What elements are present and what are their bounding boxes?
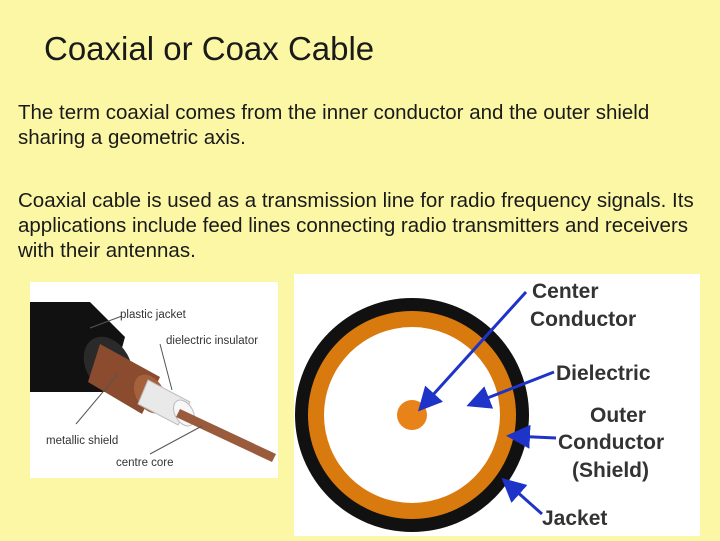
- dielectric-arrow: [466, 370, 555, 409]
- cable-cross-section-drawing: Center Conductor Dielectric Outer Conduc…: [295, 280, 664, 532]
- cable-cross-section-image: Center Conductor Dielectric Outer Conduc…: [294, 274, 700, 536]
- cable-side-view-drawing: plastic jacket dielectric insulator meta…: [30, 302, 276, 469]
- shield-label: (Shield): [572, 459, 649, 482]
- plastic-jacket-label: plastic jacket: [120, 309, 187, 321]
- centre-core-shape: [176, 409, 276, 462]
- outer-conductor-arrow: [506, 424, 557, 449]
- center-conductor-arrow: [417, 290, 528, 412]
- center-conductor-label: Conductor: [530, 308, 636, 331]
- outer-conductor-label: Conductor: [558, 431, 664, 454]
- applications-paragraph: Coaxial cable is used as a transmission …: [18, 189, 694, 262]
- dielectric-insulator-label: dielectric insulator: [166, 335, 258, 347]
- outer-label: Outer: [590, 404, 646, 427]
- center-label: Center: [532, 280, 599, 303]
- metallic-shield-label: metallic shield: [46, 435, 118, 447]
- dielectric-label: Dielectric: [556, 362, 651, 385]
- definition-paragraph: The term coaxial comes from the inner co…: [18, 101, 650, 149]
- jacket-arrow: [501, 478, 543, 516]
- jacket-label: Jacket: [542, 507, 607, 530]
- cable-side-view-image: plastic jacket dielectric insulator meta…: [30, 282, 278, 478]
- centre-core-label: centre core: [116, 457, 174, 469]
- slide-title: Coaxial or Coax Cable: [44, 30, 375, 67]
